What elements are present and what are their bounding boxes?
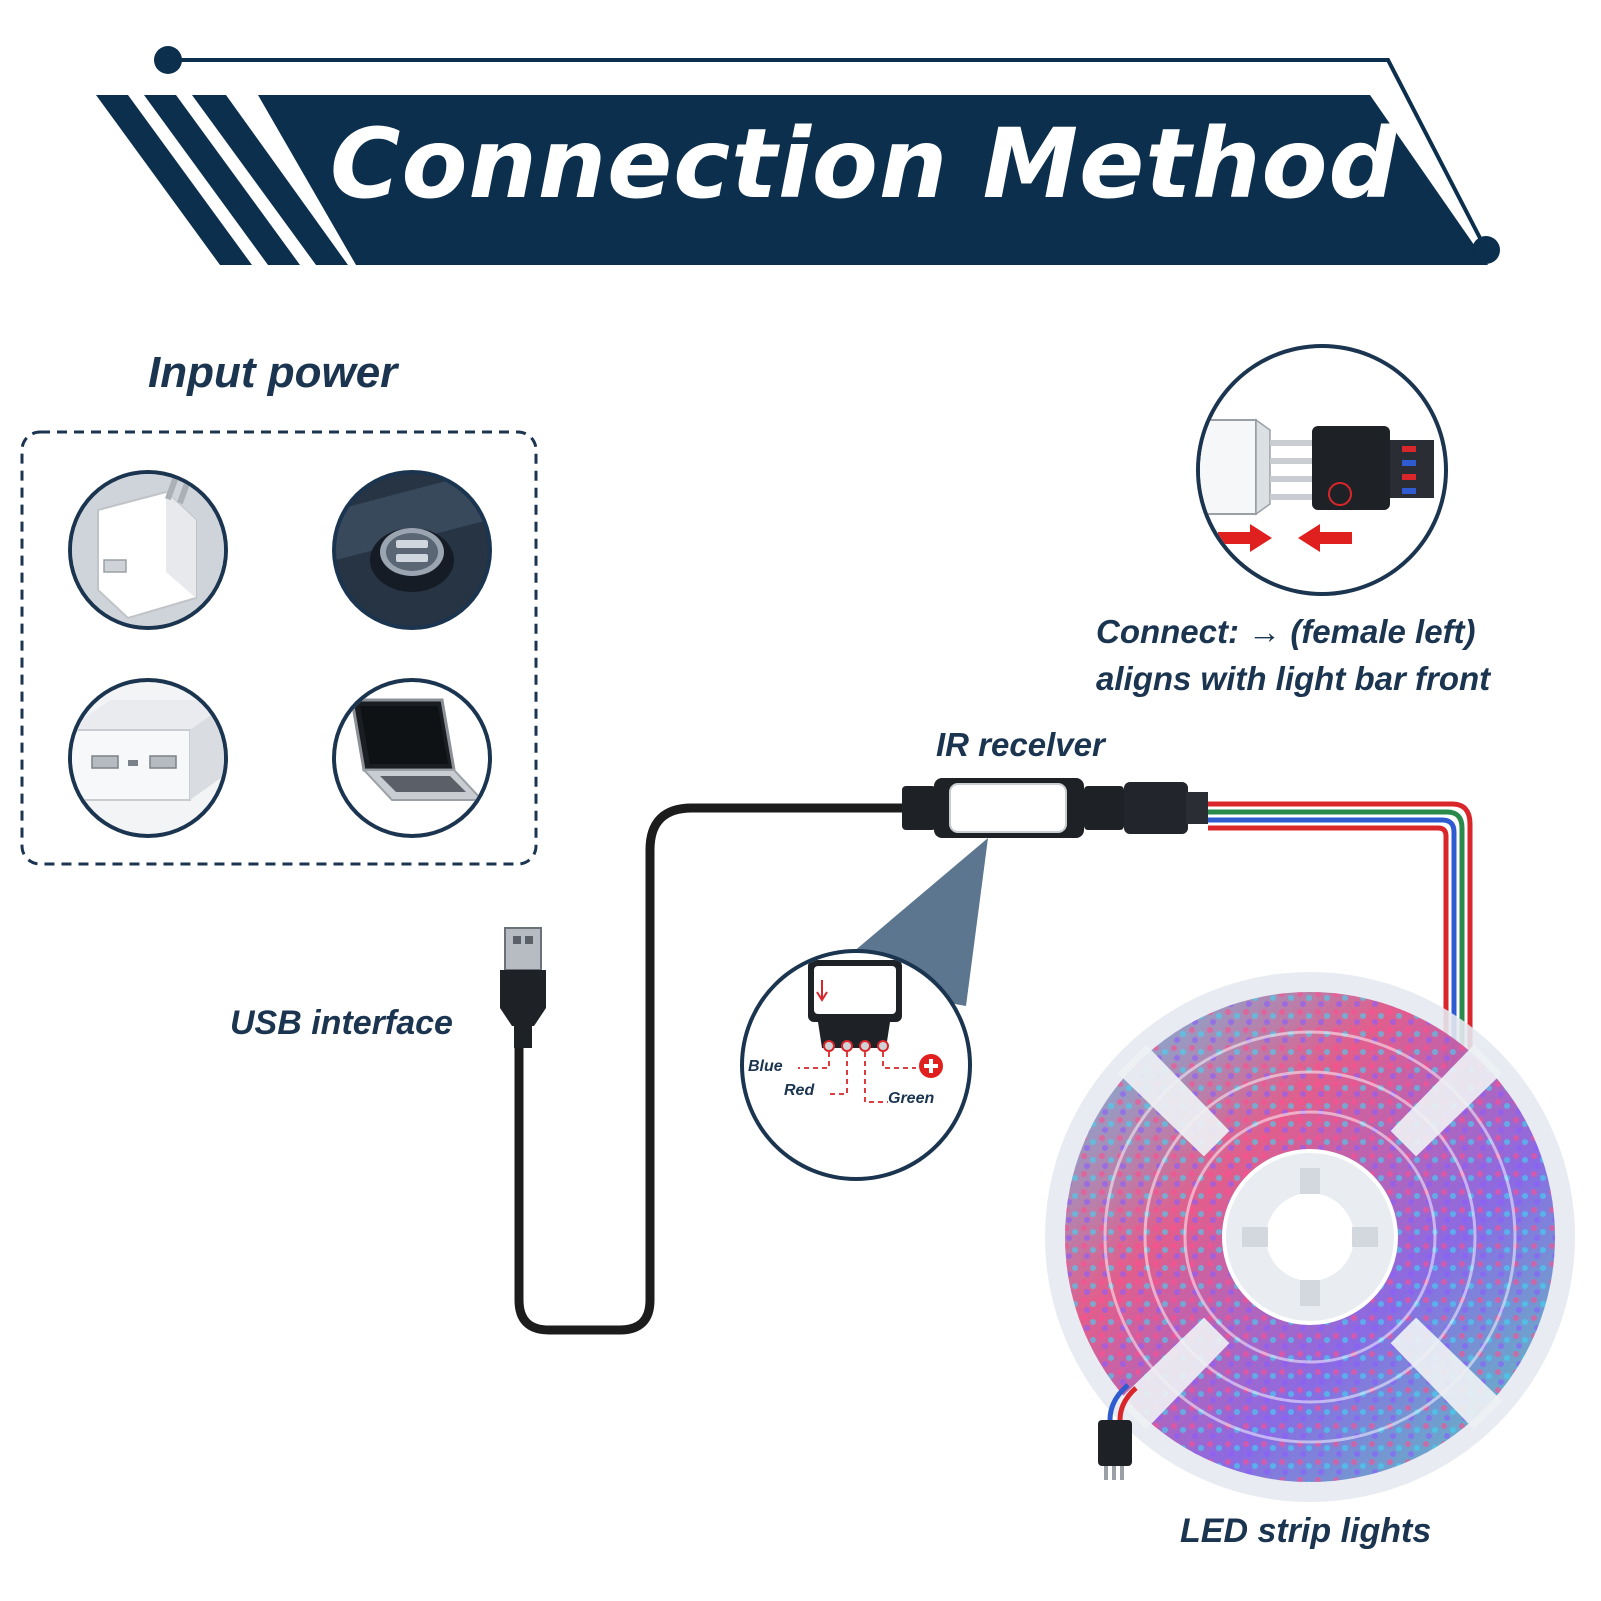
pin-label-red: Red [784, 1082, 815, 1099]
usb-wall-charger-icon [68, 470, 228, 630]
title-banner [96, 46, 1500, 265]
pin-label-green: Green [888, 1090, 935, 1107]
banner-dot-left [154, 46, 182, 74]
plus-icon [919, 1054, 943, 1078]
led-strip-label: LED strip lights [1180, 1512, 1432, 1550]
arrow-right-icon [1218, 524, 1272, 552]
led-strip-reel [1045, 972, 1575, 1502]
rgb-ribbon-cable [1208, 801, 1473, 1070]
banner-dot-right [1472, 236, 1500, 264]
car-usb-charger-icon [332, 470, 492, 630]
laptop-icon [332, 678, 492, 838]
connector-caption: Connect: → (female left) aligns with ligh… [1096, 608, 1490, 702]
connector-caption-line1: Connect: → (female left) [1096, 613, 1476, 650]
ir-receiver [902, 778, 1208, 838]
pin-detail-circle [740, 949, 972, 1181]
connector-detail-circle [1196, 344, 1448, 596]
arrow-left-icon [1298, 524, 1352, 552]
usb-cable [514, 803, 907, 1335]
usb-interface-label: USB interface [230, 1004, 453, 1042]
power-bank-icon [68, 678, 228, 838]
usb-plug-icon [500, 927, 546, 1048]
connector-caption-line2: aligns with light bar front [1096, 660, 1491, 697]
input-power-label: Input power [148, 348, 398, 397]
page-title: Connection Method [330, 108, 1399, 220]
input-power-panel [20, 430, 538, 866]
pin-label-blue: Blue [748, 1058, 783, 1075]
ir-receiver-label: IR recelver [936, 726, 1105, 763]
